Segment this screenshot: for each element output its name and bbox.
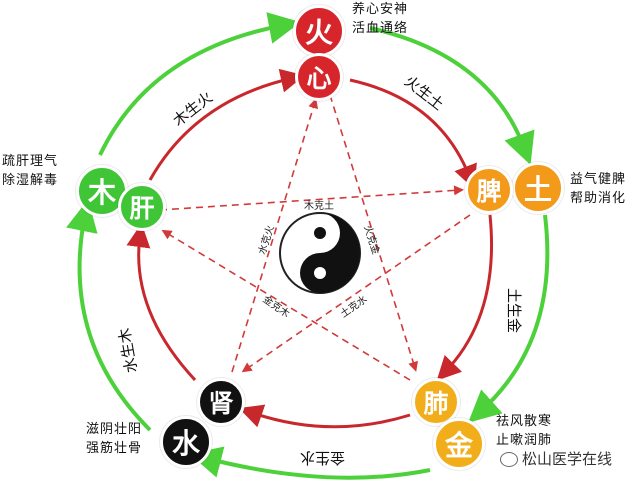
earth-element-circle: 土 bbox=[512, 162, 564, 214]
earth-element-label: 土 bbox=[523, 173, 552, 206]
outer-arrow-wood-fire bbox=[98, 12, 301, 156]
water-element-circle: 水 bbox=[160, 416, 212, 468]
spleen-organ-circle: 脾 bbox=[465, 166, 513, 214]
star-line-earth-water bbox=[241, 214, 471, 373]
wood-functions: 疏肝理气 除湿解毒 bbox=[2, 154, 59, 188]
wood-element-label: 木 bbox=[87, 176, 116, 209]
kidney-organ-circle: 肾 bbox=[197, 378, 245, 426]
fire-element-label: 火 bbox=[304, 16, 333, 49]
heart-organ-circle: 心 bbox=[295, 53, 343, 101]
outer-arrow-fire-earth bbox=[369, 26, 535, 166]
inner-arrow-earth-metal bbox=[436, 214, 494, 381]
inner-arrow-water-wood bbox=[126, 223, 197, 382]
inner-arrow-fire-earth bbox=[349, 78, 477, 190]
star-line-wood-earth bbox=[159, 185, 464, 211]
inner-arrow-metal-water bbox=[238, 404, 411, 429]
kidney-organ-label: 肾 bbox=[208, 389, 234, 418]
wechat-icon bbox=[500, 452, 518, 467]
heart-organ-label: 心 bbox=[306, 64, 332, 93]
yin-yang-icon bbox=[279, 212, 361, 294]
outer-arrow-earth-metal bbox=[468, 214, 550, 423]
metal-element-circle: 金 bbox=[433, 418, 485, 470]
metal-element-label: 金 bbox=[444, 429, 473, 462]
water-element-label: 水 bbox=[171, 427, 200, 460]
spleen-organ-label: 脾 bbox=[476, 177, 502, 206]
lung-organ-label: 肺 bbox=[423, 389, 449, 418]
inner-arrow-wood-fire bbox=[148, 68, 305, 181]
outer-arrow-water-wood bbox=[66, 199, 152, 432]
watermark-brand: 松山医学在线 bbox=[500, 448, 612, 469]
fire-functions: 养心安神 活血通络 bbox=[352, 2, 409, 36]
liver-organ-label: 肝 bbox=[129, 194, 155, 223]
metal-functions: 祛风散寒 止嗽润肺 bbox=[496, 414, 553, 448]
label-wood-controls-earth: 木克土 bbox=[304, 201, 334, 212]
outer-arrow-metal-water bbox=[189, 446, 431, 480]
label-earth-generates-metal: 土生金 bbox=[505, 287, 524, 334]
watermark-text: 松山医学在线 bbox=[522, 450, 613, 468]
liver-organ-circle: 肝 bbox=[118, 183, 166, 231]
water-functions: 滋阴壮阳 强筋壮骨 bbox=[86, 422, 143, 456]
earth-functions: 益气健脾 帮助消化 bbox=[570, 172, 627, 206]
fire-element-circle: 火 bbox=[293, 5, 345, 57]
label-metal-generates-water: 金生水 bbox=[300, 449, 346, 467]
